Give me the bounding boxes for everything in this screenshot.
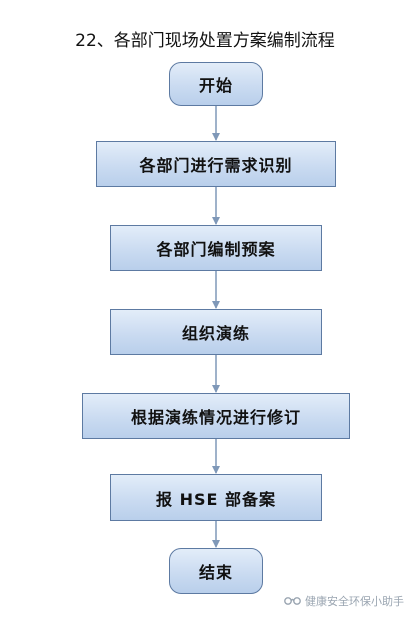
revise-node-label: 根据演练情况进行修订 (130, 408, 301, 427)
identify-needs-node-label: 各部门进行需求识别 (139, 156, 293, 175)
end-node: 结束 (169, 548, 263, 594)
end-node-label: 结束 (198, 563, 233, 582)
report-hse-node: 报 HSE 部备案 (110, 474, 322, 521)
organize-drill-node: 组织演练 (110, 309, 322, 355)
wechat-channel-icon (284, 597, 301, 605)
start-node-label: 开始 (198, 76, 233, 95)
page-title: 22、各部门现场处置方案编制流程 (75, 31, 335, 51)
identify-needs-node: 各部门进行需求识别 (96, 141, 336, 187)
organize-drill-node-label: 组织演练 (181, 324, 250, 343)
revise-node: 根据演练情况进行修订 (82, 393, 350, 439)
watermark: 健康安全环保小助手 (283, 593, 404, 609)
report-hse-node-label: 报 HSE 部备案 (156, 489, 276, 509)
watermark-text: 健康安全环保小助手 (305, 595, 404, 608)
compile-plan-node: 各部门编制预案 (110, 225, 322, 271)
compile-plan-node-label: 各部门编制预案 (156, 240, 276, 259)
start-node: 开始 (169, 62, 263, 106)
